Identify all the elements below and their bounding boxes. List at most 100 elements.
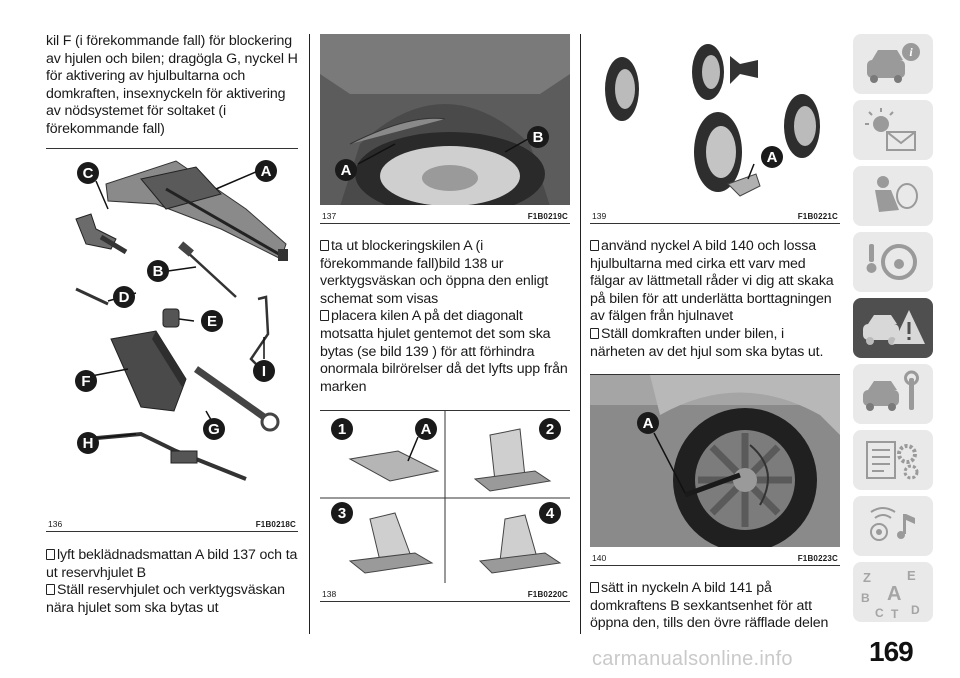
step-text: Ställ reservhjulet och verktygsväskan nä… <box>46 582 285 616</box>
step-checkbox-icon <box>46 549 55 560</box>
label-4: 4 <box>539 502 561 524</box>
jack-illustration <box>105 160 288 261</box>
figure-code: F1B0221C <box>797 212 838 221</box>
svg-text:I: I <box>262 363 266 380</box>
svg-text:D: D <box>911 603 920 617</box>
page-number: 169 <box>869 636 914 667</box>
figure-number: 140 <box>592 553 607 563</box>
wheel-illustration <box>692 44 724 100</box>
label-c: C <box>77 162 99 184</box>
label-d: D <box>113 286 135 308</box>
wheel-wrench-illustration <box>85 431 247 481</box>
screwdriver-illustration <box>185 250 237 298</box>
step-text: sätt in nyckeln A bild 141 på domkraften… <box>590 580 829 632</box>
tab-index[interactable]: Z E B A C T D <box>853 562 933 622</box>
svg-text:3: 3 <box>338 505 346 522</box>
label-2: 2 <box>539 418 561 440</box>
figure-number: 137 <box>322 211 337 221</box>
figure-138: 1 A 2 3 4 1 3 <box>320 410 570 602</box>
figure-136: A C B D E <box>46 148 298 532</box>
figure-caption: 139 F1B0221C <box>590 207 840 221</box>
watermark: carmanualsonline.info <box>592 648 793 670</box>
svg-text:i: i <box>909 45 913 59</box>
svg-text:C: C <box>83 165 94 182</box>
svg-text:1: 1 <box>338 421 346 438</box>
figure-code: F1B0223C <box>797 554 838 563</box>
wheel-chock-illustration <box>727 173 761 197</box>
arrow-icon <box>730 56 758 84</box>
airbag-seat-icon <box>875 176 918 212</box>
step-checkbox-icon <box>590 582 599 593</box>
figure-code: F1B0218C <box>255 520 296 529</box>
wheel-illustration <box>694 112 742 192</box>
label-1: 1 <box>331 418 353 440</box>
crank-illustration <box>249 295 270 365</box>
chapter-tabs: i <box>853 34 933 628</box>
svg-text:A: A <box>261 163 272 180</box>
svg-text:B: B <box>153 263 164 280</box>
svg-text:E: E <box>907 568 916 583</box>
socket-illustration <box>162 308 180 328</box>
diagonal-chock-placement-illustration: A <box>605 44 820 197</box>
label-3: 3 <box>331 502 353 524</box>
step-checkbox-icon <box>320 310 329 322</box>
wheel-bolt-cap-illustration <box>75 213 128 255</box>
tab-maintenance[interactable] <box>853 364 933 424</box>
intro-paragraph: kil F (i förekommande fall) för blockeri… <box>46 33 298 137</box>
figure-number: 136 <box>48 519 63 529</box>
svg-text:Z: Z <box>863 570 871 585</box>
figure-code: F1B0220C <box>527 590 568 599</box>
step-paragraph: lyft beklädnadsmattan A bild 137 och ta … <box>46 547 298 617</box>
specifications-gear-icon <box>866 441 919 480</box>
svg-text:T: T <box>891 607 899 621</box>
label-a: A <box>637 412 659 434</box>
label-a: A <box>761 146 783 168</box>
svg-text:A: A <box>421 421 432 438</box>
trunk-spare-wheel-illustration: A B <box>320 34 570 205</box>
tab-safety[interactable] <box>853 166 933 226</box>
figure-code: F1B0219C <box>527 212 568 221</box>
wheel-chock-steps-illustration: 1 A 2 3 4 <box>320 411 570 583</box>
label-a: A <box>415 418 437 440</box>
loosening-wheel-bolts-illustration: A <box>590 375 840 547</box>
step-checkbox-icon <box>590 240 599 251</box>
svg-text:A: A <box>341 162 352 179</box>
step-checkbox-icon <box>320 240 329 251</box>
svg-text:4: 4 <box>546 505 555 522</box>
svg-text:2: 2 <box>546 421 554 438</box>
tab-starting-driving[interactable] <box>853 232 933 292</box>
tab-warning-lights[interactable] <box>853 100 933 160</box>
multimedia-icon <box>870 507 915 541</box>
figure-number: 139 <box>592 211 607 221</box>
figure-139: A 139 F1B0221C <box>590 34 840 224</box>
car-info-icon: i <box>867 43 920 83</box>
tow-hook-illustration <box>193 366 267 420</box>
figure-caption: 140 F1B0223C <box>590 549 840 563</box>
tab-car-info[interactable]: i <box>853 34 933 94</box>
svg-text:B: B <box>861 591 870 605</box>
figure-caption: 138 F1B0220C <box>320 585 570 599</box>
tab-technical-specifications[interactable] <box>853 430 933 490</box>
step-checkbox-icon <box>590 327 599 339</box>
svg-text:C: C <box>875 606 884 620</box>
car-emergency-icon <box>863 310 925 345</box>
svg-text:B: B <box>533 129 544 146</box>
column-divider <box>309 34 310 634</box>
step-text: placera kilen A på det diagonalt motsatt… <box>320 308 568 395</box>
tab-in-an-emergency[interactable] <box>853 298 933 358</box>
step-paragraph: ta ut blockeringskilen A (i förekommande… <box>320 238 570 396</box>
step-checkbox-icon <box>46 584 55 596</box>
rotation-arrow-icon <box>749 444 769 506</box>
step-paragraph: sätt in nyckeln A bild 141 på domkraften… <box>590 580 840 633</box>
wheel-illustration <box>605 57 639 121</box>
wheel-wrench-illustration <box>684 472 741 498</box>
svg-text:G: G <box>208 421 220 438</box>
label-b: B <box>147 260 169 282</box>
warning-lights-icon <box>865 108 916 151</box>
hex-key-illustration <box>75 287 109 306</box>
svg-text:A: A <box>887 583 901 605</box>
label-a: A <box>335 159 357 181</box>
tab-multimedia[interactable] <box>853 496 933 556</box>
wheel-illustration <box>784 94 820 158</box>
svg-text:F: F <box>81 373 90 390</box>
